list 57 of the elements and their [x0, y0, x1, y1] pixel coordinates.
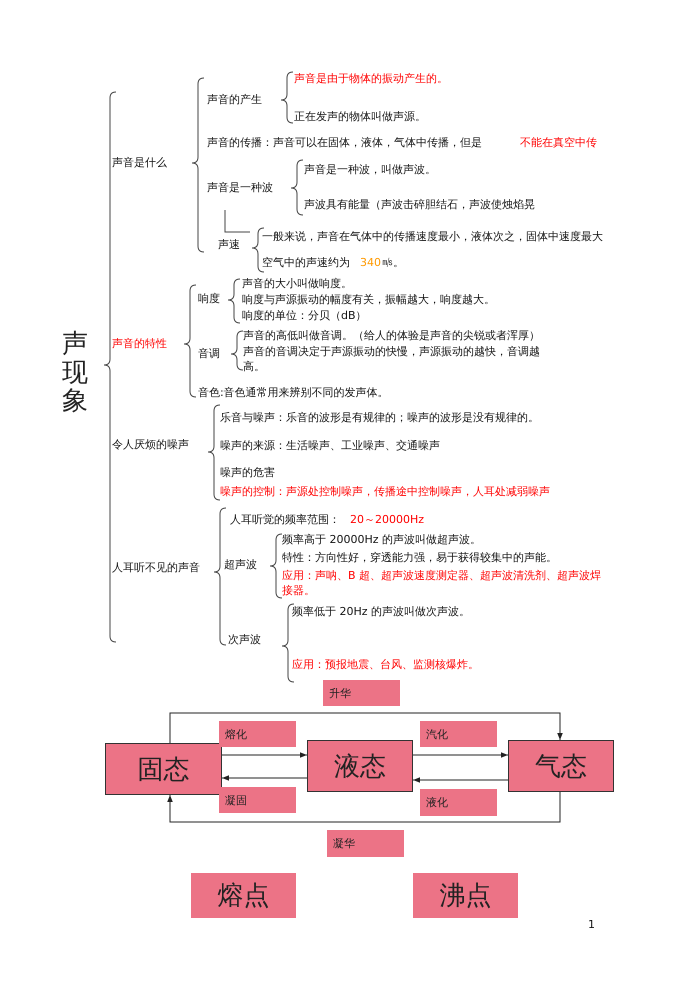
outline-text: 噪声的危害	[220, 466, 275, 481]
outline-text: 超声波	[224, 558, 257, 573]
outline-text: 令人厌烦的噪声	[112, 438, 189, 453]
outline-text: 次声波	[228, 633, 261, 648]
arrow	[222, 775, 308, 781]
state-box: 气态	[508, 740, 614, 792]
page-number: 1	[588, 918, 595, 933]
outline-text: ㎧。	[382, 256, 404, 271]
outline-text: 声波具有能量（声波击碎胆结石，声波使烛焰晃	[304, 198, 535, 213]
outline-text: 声音的产生	[207, 93, 262, 108]
outline-text: 频率高于 20000Hz 的声波叫做超声波。	[282, 533, 482, 548]
outline-text: 声音是一种波	[207, 181, 273, 196]
outline-text: 声速	[218, 238, 240, 253]
outline-text: 乐音与噪声：乐音的波形是有规律的；噪声的波形是没有规律的。	[220, 411, 539, 426]
outline-text: 应用：声呐、B 超、超声波速度测定器、超声波清洗剂、超声波焊接器。	[282, 569, 602, 599]
outline-text: 声音的传播：声音可以在固体，液体，气体中传播，但是	[207, 136, 482, 151]
outline-text: 特性：方向性好，穿透能力强，易于获得较集中的声能。	[282, 551, 557, 566]
outline-text: 噪声的来源：生活噪声、工业噪声、交通噪声	[220, 439, 440, 454]
outline-text: 声音的特性	[112, 337, 167, 352]
outline-text: 人耳听觉的频率范围：	[230, 513, 340, 528]
process-label-box: 汽化	[420, 721, 497, 747]
outline-text: 声音是什么	[112, 156, 167, 171]
arrow	[167, 792, 560, 822]
term-box: 熔点	[191, 873, 296, 918]
outline-text: 声音的高低叫做音调。（给人的体验是声音的尖锐或者浑厚）	[243, 329, 540, 344]
outline-text: 音色:音色通常用来辨别不同的发声体。	[198, 386, 389, 401]
arrow	[222, 752, 308, 758]
state-box: 液态	[307, 740, 413, 792]
outline-text: 340	[360, 256, 381, 271]
arrow	[412, 777, 508, 783]
outline-text: 频率低于 20Hz 的声波叫做次声波。	[292, 605, 470, 620]
outline-text: 应用：预报地震、台风、监测核爆炸。	[292, 658, 479, 673]
outline-text: 不能在真空中传	[520, 136, 597, 151]
outline-text: 一般来说，声音在气体中的传播速度最小，液体次之，固体中速度最大	[262, 230, 603, 245]
arrow	[170, 712, 563, 744]
outline-text: 人耳听不见的声音	[112, 561, 200, 576]
outline-text: 响度的单位：分贝（dB）	[242, 309, 367, 324]
outline-text: 噪声的控制：声源处控制噪声，传播途中控制噪声，人耳处减弱噪声	[220, 485, 550, 500]
outline-text: 响度	[198, 292, 220, 307]
outline-text: 声音是一种波，叫做声波。	[304, 163, 436, 178]
arrow	[412, 752, 508, 758]
outline-text: 响度与声源振动的幅度有关，振幅越大，响度越大。	[242, 293, 495, 308]
process-label-box: 液化	[420, 789, 497, 816]
process-label-box: 凝华	[327, 830, 404, 857]
process-label-box: 升华	[323, 680, 400, 706]
outline-text: 正在发声的物体叫做声源。	[294, 110, 426, 125]
process-label-box: 凝固	[219, 787, 296, 813]
outline-text: 声音是由于物体的振动产生的。	[294, 72, 448, 87]
outline-text: 音调	[198, 347, 220, 362]
outline-text: 声音的音调决定于声源振动的快慢，声源振动的越快，音调越高。	[243, 345, 541, 375]
outline-text: 空气中的声速约为	[262, 256, 350, 271]
topic-title: 声现象	[62, 330, 88, 416]
outline-text: 声音的大小叫做响度。	[242, 277, 352, 292]
state-box: 固态	[105, 743, 222, 795]
outline-text: 20～20000Hz	[350, 513, 424, 528]
term-box: 沸点	[413, 873, 518, 918]
process-label-box: 熔化	[219, 721, 296, 747]
